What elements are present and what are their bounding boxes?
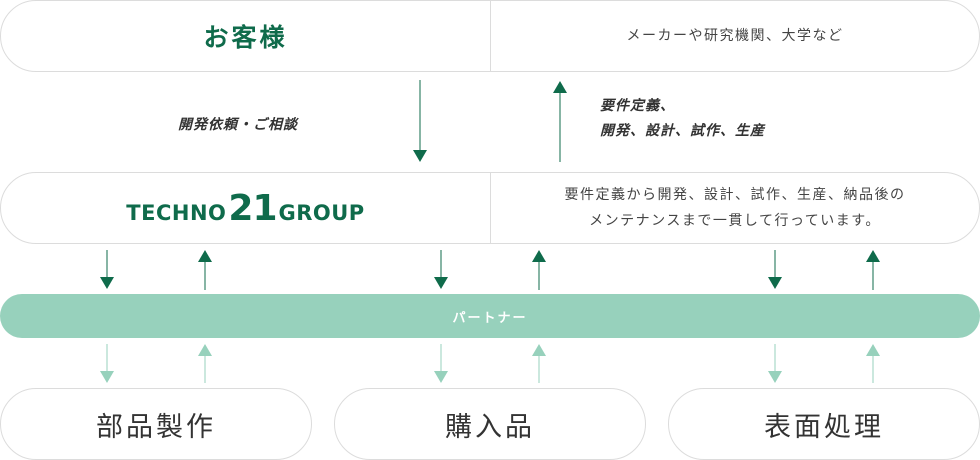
- company-desc-cell: 要件定義から開発、設計、試作、生産、納品後の メンテナンスまで一貫して行っていま…: [491, 173, 979, 243]
- category-box-purchased: 購入品: [334, 388, 646, 460]
- customer-title: お客様: [203, 23, 288, 52]
- arrow-down-category-2-icon: [434, 344, 448, 383]
- arrow-up-category-3-icon: [866, 344, 880, 383]
- category-label-purchased: 購入品: [445, 411, 535, 443]
- customer-cell: お客様: [1, 1, 490, 71]
- company-desc-line1: 要件定義から開発、設計、試作、生産、納品後の: [564, 187, 906, 203]
- logo-number: 21: [228, 187, 277, 229]
- company-desc-line2: メンテナンスまで一貫して行っています。: [589, 213, 881, 229]
- company-divider: [490, 173, 491, 243]
- arrow-down-request-icon: [413, 80, 427, 162]
- company-box: TECHNO 21 GROUP 要件定義から開発、設計、試作、生産、納品後の メ…: [0, 172, 980, 244]
- category-label-parts: 部品製作: [96, 411, 216, 443]
- arrow-down-partner-1-icon: [100, 250, 114, 289]
- category-label-surface: 表面処理: [764, 411, 884, 443]
- arrow-up-partner-2-icon: [532, 250, 546, 290]
- arrow-up-deliver-icon: [553, 81, 567, 162]
- customer-box: お客様 メーカーや研究機関、大学など: [0, 0, 980, 72]
- customer-examples: メーカーや研究機関、大学など: [626, 28, 844, 44]
- logo-prefix: TECHNO: [126, 200, 227, 225]
- customer-examples-cell: メーカーや研究機関、大学など: [491, 1, 979, 71]
- partner-bar: パートナー: [0, 294, 980, 338]
- partner-label: パートナー: [452, 310, 528, 326]
- arrow-down-partner-2-icon: [434, 250, 448, 289]
- arrow-down-partner-3-icon: [768, 250, 782, 289]
- techno21group-logo: TECHNO 21 GROUP: [126, 188, 364, 229]
- category-cell-parts: 部品製作: [1, 389, 311, 459]
- arrow-up-partner-3-icon: [866, 250, 880, 290]
- customer-divider: [490, 1, 491, 71]
- arrow-up-category-1-icon: [198, 344, 212, 383]
- arrow-down-category-1-icon: [100, 344, 114, 383]
- deliver-label-line1: 要件定義、: [600, 98, 675, 114]
- arrow-up-partner-1-icon: [198, 250, 212, 290]
- logo-suffix: GROUP: [278, 200, 365, 225]
- arrow-up-category-2-icon: [532, 344, 546, 383]
- deliver-label-line2: 開発、設計、試作、生産: [600, 123, 765, 139]
- arrow-down-category-3-icon: [768, 344, 782, 383]
- deliver-label: 要件定義、 開発、設計、試作、生産: [600, 94, 765, 144]
- category-box-parts: 部品製作: [0, 388, 312, 460]
- company-logo-cell: TECHNO 21 GROUP: [1, 173, 490, 243]
- category-cell-purchased: 購入品: [335, 389, 645, 459]
- request-label: 開発依頼・ご相談: [178, 117, 298, 133]
- category-box-surface: 表面処理: [668, 388, 980, 460]
- company-description: 要件定義から開発、設計、試作、生産、納品後の メンテナンスまで一貫して行っていま…: [565, 182, 906, 234]
- category-cell-surface: 表面処理: [669, 389, 979, 459]
